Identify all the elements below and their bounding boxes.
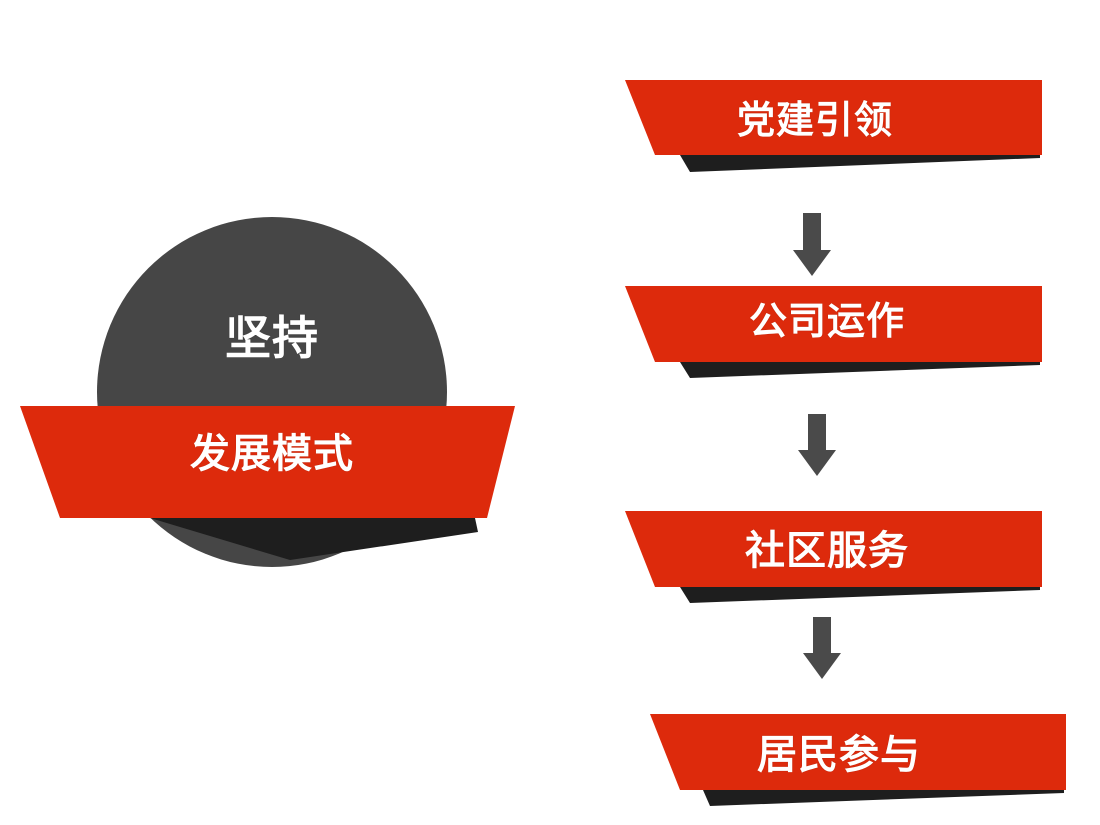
step-shadow [680,587,1040,603]
flow-step-3-shape [625,511,1042,603]
badge-ribbon-text: 发展模式 [190,431,354,477]
flow-step-label: 公司运作 [748,299,905,343]
step-ribbon [625,80,1042,155]
step-ribbon [625,286,1042,362]
flow-step-label: 党建引领 [736,98,893,142]
badge-ribbon-shadow [150,518,478,560]
badge [20,217,515,567]
step-ribbon [650,714,1066,790]
step-shadow [680,362,1040,378]
badge-top-text: 坚持 [225,311,319,365]
step-shadow [703,790,1064,806]
flow-step-label: 居民参与 [757,732,921,778]
step-shadow [680,155,1040,172]
flow-step-1-shape [625,80,1042,172]
down-arrow-icon [793,213,831,276]
badge-ribbon [20,406,515,518]
flow-step-label: 社区服务 [745,528,909,574]
step-ribbon [625,511,1042,587]
flow-step-4-shape [650,714,1066,806]
down-arrow-icon [798,414,836,476]
flow-step-2-shape [625,286,1042,378]
down-arrow-icon [803,617,841,679]
